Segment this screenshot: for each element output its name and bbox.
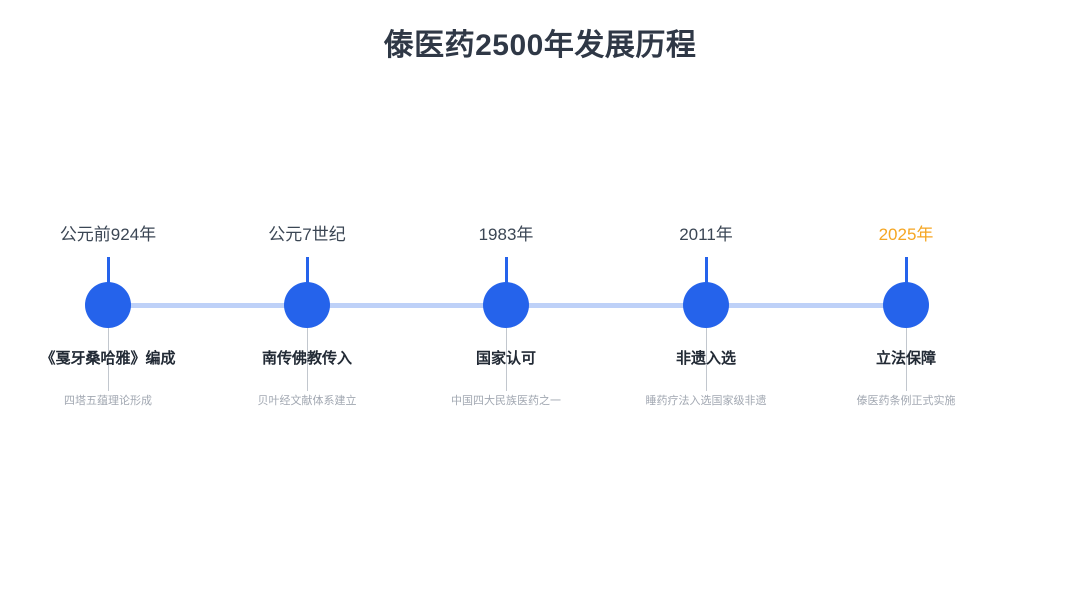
timeline-node-year: 2025年: [878, 225, 934, 244]
timeline-node-stem-up: [306, 257, 309, 285]
timeline-node[interactable]: 公元7世纪南传佛教传入贝叶经文献体系建立: [207, 0, 407, 611]
timeline-node-year: 2011年: [679, 225, 733, 244]
timeline-node-label: 南传佛教传入: [261, 350, 352, 367]
timeline-node-marker[interactable]: [683, 282, 729, 328]
timeline-node-stem-down: [705, 325, 707, 391]
timeline-node-marker[interactable]: [483, 282, 529, 328]
timeline-node-description: 四塔五蕴理论形成: [64, 395, 152, 407]
timeline-node-marker[interactable]: [85, 282, 131, 328]
timeline-node-description: 傣医药条例正式实施: [856, 395, 956, 407]
timeline-node[interactable]: 公元前924年《戛牙桑哈雅》编成四塔五蕴理论形成: [8, 0, 208, 611]
timeline-node[interactable]: 1983年国家认可中国四大民族医药之一: [406, 0, 606, 611]
timeline-node-stem-down: [306, 325, 308, 391]
timeline-node-stem-down: [107, 325, 109, 391]
timeline-node-year: 公元7世纪: [268, 225, 346, 244]
timeline-node-stem-up: [107, 257, 110, 285]
timeline-node-year: 公元前924年: [59, 225, 157, 244]
timeline-node-label: 立法保障: [875, 350, 936, 367]
timeline-node-stem-down: [505, 325, 507, 391]
timeline-node-label: 《戛牙桑哈雅》编成: [40, 350, 176, 367]
timeline-node-marker[interactable]: [883, 282, 929, 328]
timeline-node-description: 贝叶经文献体系建立: [257, 395, 357, 407]
timeline-node-stem-up: [705, 257, 708, 285]
timeline-node-stem-up: [905, 257, 908, 285]
timeline-node-label: 国家认可: [475, 350, 536, 367]
timeline-node-label: 非遗入选: [675, 350, 736, 367]
page-title: 傣医药2500年发展历程: [383, 29, 697, 62]
timeline-node-year: 1983年: [478, 225, 534, 244]
timeline-node-stem-up: [505, 257, 508, 285]
timeline-node-stem-down: [905, 325, 907, 391]
timeline-node-description: 中国四大民族医药之一: [451, 395, 561, 407]
timeline-node-marker[interactable]: [284, 282, 330, 328]
timeline-node[interactable]: 2011年非遗入选睡药疗法入选国家级非遗: [606, 0, 806, 611]
timeline-node[interactable]: 2025年立法保障傣医药条例正式实施: [806, 0, 1006, 611]
timeline-node-description: 睡药疗法入选国家级非遗: [645, 395, 767, 407]
